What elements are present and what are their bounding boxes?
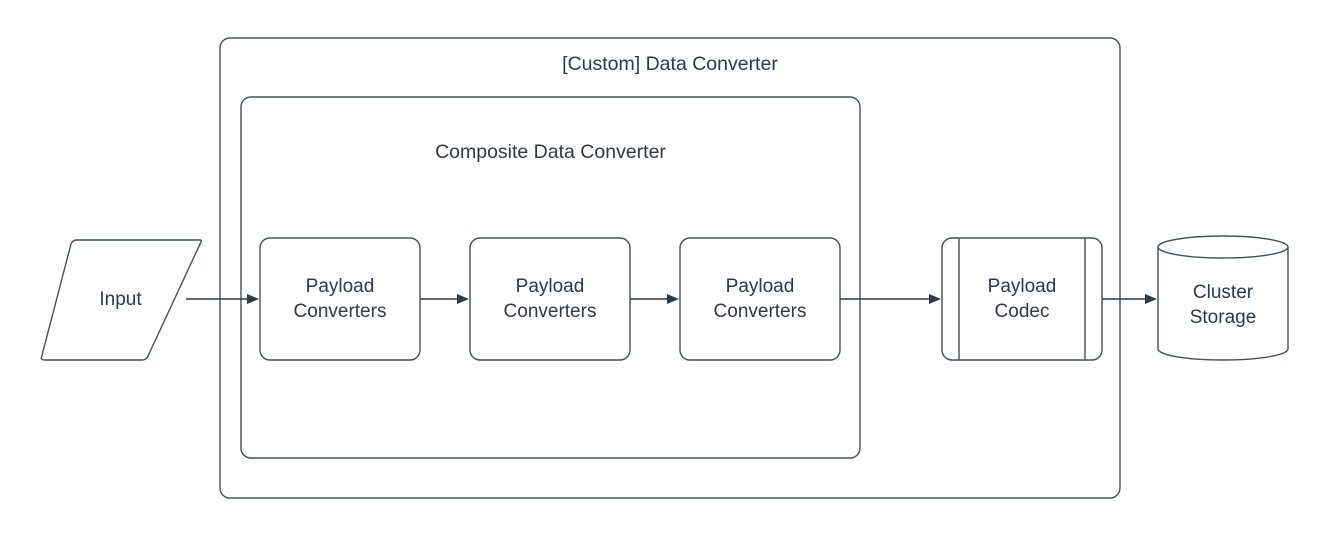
node-payload-converters-2-shape[interactable] — [469, 237, 631, 361]
edge-payload-codec-to-cluster-storage — [1102, 294, 1157, 304]
edge-converters-1-to-converters-2 — [420, 294, 469, 304]
node-payload-converters-1-shape[interactable] — [259, 237, 421, 361]
node-payload-converters-3-shape[interactable] — [679, 237, 841, 361]
node-payload-codec-shape[interactable] — [941, 237, 1103, 361]
edge-converters-2-to-converters-3 — [630, 294, 679, 304]
node-cluster-storage-body[interactable] — [1157, 246, 1289, 361]
edge-input-to-converters-1 — [186, 294, 259, 304]
node-input-shape[interactable] — [40, 239, 202, 361]
edge-converters-3-to-payload-codec — [840, 294, 941, 304]
node-cluster-storage-top — [1157, 235, 1289, 259]
